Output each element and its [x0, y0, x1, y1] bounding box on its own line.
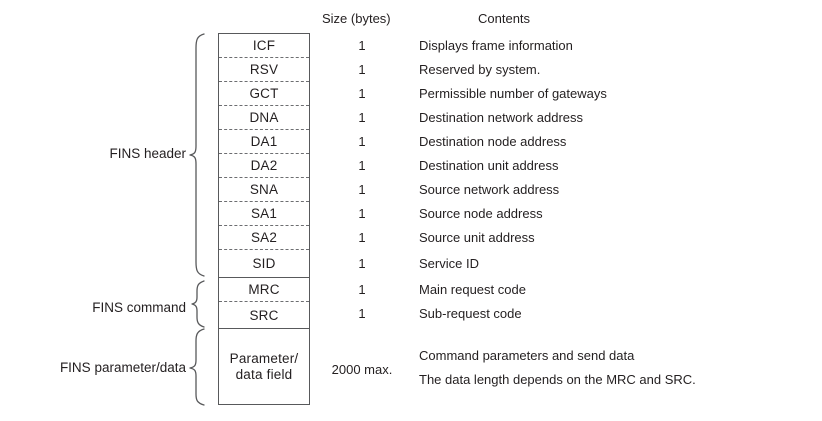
- contents-dna: Destination network address: [419, 110, 584, 125]
- frame-row-dna: DNA: [219, 106, 309, 130]
- brace-fins-command: [191, 280, 205, 328]
- contents-sid: Service ID: [419, 256, 479, 271]
- frame-row-src: SRC: [219, 302, 309, 329]
- contents-sna: Source network address: [419, 182, 560, 197]
- contents-rsv: Reserved by system.: [419, 62, 541, 77]
- frame-row-sna: SNA: [219, 178, 309, 202]
- field-label-line1: Parameter/: [229, 351, 299, 367]
- contents-column-header: Contents: [478, 11, 531, 26]
- size-value-da2: 1: [358, 158, 366, 173]
- field-label-line2: data field: [235, 367, 293, 382]
- field-label: SNA: [249, 182, 279, 197]
- size-value-sid: 1: [358, 256, 366, 271]
- frame-row-da1: DA1: [219, 130, 309, 154]
- contents-mrc: Main request code: [419, 282, 526, 297]
- field-label: ICF: [252, 38, 276, 53]
- contents-src: Sub-request code: [419, 306, 522, 321]
- frame-row-da2: DA2: [219, 154, 309, 178]
- size-value-sa1: 1: [358, 206, 366, 221]
- group-label-fins-parameter-data: FINS parameter/data: [59, 360, 186, 375]
- size-value-gct: 1: [358, 86, 366, 101]
- brace-fins-header: [189, 33, 205, 277]
- field-label: SID: [252, 256, 276, 271]
- frame-row-sid: SID: [219, 250, 309, 278]
- frame-row-gct: GCT: [219, 82, 309, 106]
- size-value-parameter-data-field: 2000 max.: [331, 362, 393, 377]
- frame-row-sa2: SA2: [219, 226, 309, 250]
- size-value-rsv: 1: [358, 62, 366, 77]
- size-value-icf: 1: [358, 38, 366, 53]
- field-label: SA1: [250, 206, 278, 221]
- size-value-sna: 1: [358, 182, 366, 197]
- contents-parameter-data-line1: Command parameters and send data: [419, 348, 635, 363]
- contents-parameter-data-line2: The data length depends on the MRC and S…: [419, 372, 696, 387]
- group-label-fins-header: FINS header: [109, 146, 186, 161]
- frame-row-mrc: MRC: [219, 278, 309, 302]
- contents-da2: Destination unit address: [419, 158, 559, 173]
- frame-row-rsv: RSV: [219, 58, 309, 82]
- frame-row-icf: ICF: [219, 34, 309, 58]
- field-label: DA2: [250, 158, 278, 173]
- contents-sa1: Source node address: [419, 206, 543, 221]
- size-value-src: 1: [358, 306, 366, 321]
- size-value-mrc: 1: [358, 282, 366, 297]
- size-value-sa2: 1: [358, 230, 366, 245]
- contents-icf: Displays frame information: [419, 38, 573, 53]
- field-label: DA1: [250, 134, 278, 149]
- frame-row-parameter-data-field: Parameter/ data field: [219, 329, 309, 405]
- frame-row-sa1: SA1: [219, 202, 309, 226]
- size-value-dna: 1: [358, 110, 366, 125]
- field-label: DNA: [249, 110, 279, 125]
- size-value-da1: 1: [358, 134, 366, 149]
- field-label: MRC: [248, 282, 280, 297]
- field-label: RSV: [249, 62, 279, 77]
- group-label-fins-command: FINS command: [92, 300, 186, 315]
- size-column-header: Size (bytes): [322, 11, 391, 26]
- field-label: SRC: [249, 307, 279, 323]
- contents-sa2: Source unit address: [419, 230, 535, 245]
- contents-da1: Destination node address: [419, 134, 567, 149]
- contents-gct: Permissible number of gateways: [419, 86, 607, 101]
- fins-frame-box: ICF RSV GCT DNA DA1 DA2 SNA SA1 SA2 SID: [218, 33, 310, 405]
- field-label: SA2: [250, 230, 278, 245]
- field-label: GCT: [249, 86, 279, 101]
- brace-fins-parameter-data: [189, 328, 205, 406]
